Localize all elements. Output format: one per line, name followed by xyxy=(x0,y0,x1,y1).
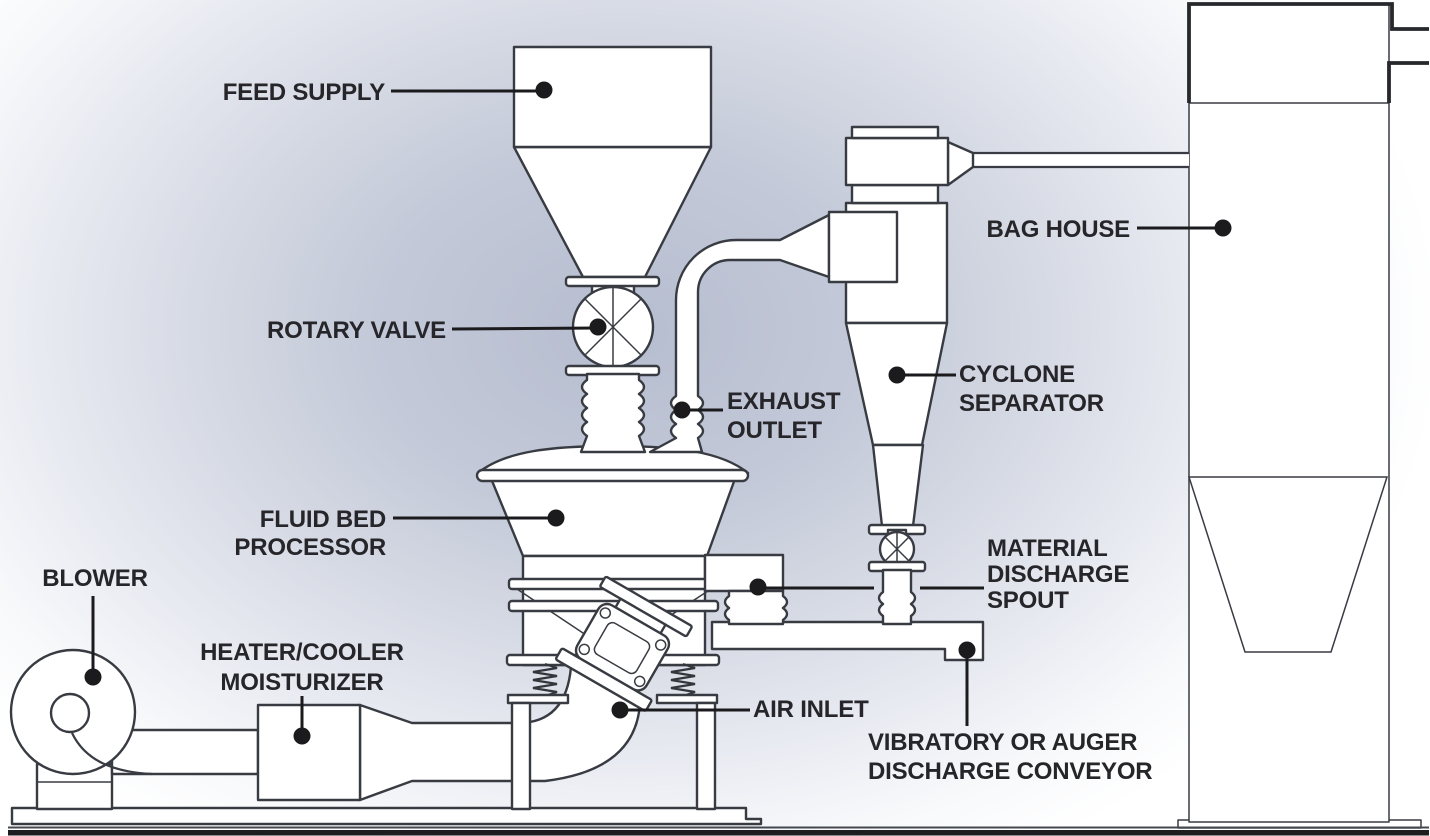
rotary-valve-top xyxy=(564,275,661,377)
dot-fluid-bed xyxy=(547,509,565,527)
cyclone-inlet-box xyxy=(827,210,899,284)
base-and-ground xyxy=(8,806,1429,836)
bag-house-body xyxy=(1188,3,1390,823)
heater-cooler-box xyxy=(256,703,362,802)
cyclone-neck xyxy=(850,183,940,205)
dot-cyclone xyxy=(888,366,906,384)
label-bag-house: BAG HOUSE xyxy=(986,216,1130,243)
feed-supply-hopper xyxy=(512,45,713,279)
material-discharge-spout xyxy=(703,553,789,626)
duct-fill xyxy=(973,152,1189,168)
cyclone-discharge-valve xyxy=(867,523,927,626)
cyclone-to-baghouse-duct xyxy=(973,151,1189,169)
cyclone-separator xyxy=(827,125,975,528)
dot-heater-cooler xyxy=(293,727,311,745)
processor-body xyxy=(488,474,738,558)
cyclone-lower-funnel xyxy=(871,443,925,528)
motor-bolt-1 xyxy=(599,607,612,619)
cyclone-outlet-taper xyxy=(946,140,975,187)
bag-house-top-outline xyxy=(1187,2,1429,103)
bag-house-outlet-step xyxy=(1387,61,1429,103)
blower xyxy=(9,648,260,811)
dot-rotary-valve xyxy=(589,318,607,336)
blower-pedestal xyxy=(35,762,114,811)
processor-rim-flange xyxy=(475,468,750,483)
annotations xyxy=(84,81,1232,745)
dot-air-inlet xyxy=(611,701,629,719)
dot-exhaust-outlet xyxy=(673,401,691,419)
conveyor-trough xyxy=(710,620,985,662)
dot-blower xyxy=(84,668,102,686)
bag-house xyxy=(1187,2,1429,823)
cyclone-valve-spokes xyxy=(884,532,910,566)
cyclone-top-cap xyxy=(850,125,940,140)
label-cyclone-separator: CYCLONE SEPARATOR xyxy=(959,361,1104,417)
label-feed-supply: FEED SUPPLY xyxy=(222,79,385,106)
label-material-discharge-spout: MATERIAL DISCHARGE SPOUT xyxy=(987,535,1130,614)
processor-discharge-bellows xyxy=(723,589,789,626)
label-exhaust-outlet: EXHAUST OUTLET xyxy=(727,388,841,444)
equipment-base-plate xyxy=(10,806,763,826)
support-pad-right xyxy=(655,693,719,705)
label-blower: BLOWER xyxy=(42,565,148,592)
motor-mount-plate-bottom xyxy=(554,647,653,712)
label-air-inlet: AIR INLET xyxy=(753,696,869,723)
spring-right xyxy=(670,662,696,698)
dot-material-spout xyxy=(749,578,767,596)
motor-bolt-3 xyxy=(578,643,591,656)
valve-flange-upper xyxy=(564,275,661,288)
motor-bolt-4 xyxy=(633,675,646,688)
blower-outlet-duct xyxy=(110,728,260,776)
processor-discharge-box xyxy=(703,553,785,593)
support-leg-right xyxy=(695,701,717,811)
dot-feed-supply xyxy=(535,81,553,99)
spring-left xyxy=(532,662,558,698)
rotary-valve-spokes xyxy=(584,287,642,367)
feed-bellows-neck xyxy=(579,372,647,454)
cyclone-cone xyxy=(844,321,949,447)
support-pad-left xyxy=(506,693,570,705)
dot-bag-house xyxy=(1214,219,1232,237)
cyclone-spout-bellows xyxy=(877,568,917,626)
label-heater-cooler: HEATER/COOLER MOISTURIZER xyxy=(200,639,404,696)
feed-hopper-funnel xyxy=(512,145,713,279)
label-fluid-bed-processor: FLUID BED PROCESSOR xyxy=(234,506,386,561)
motor-bolt-2 xyxy=(654,639,667,651)
cyclone-outlet-box xyxy=(844,136,950,187)
vibratory-motor xyxy=(554,575,693,712)
discharge-conveyor xyxy=(710,620,985,662)
leader-rotary-valve xyxy=(451,326,599,331)
air-inlet-duct xyxy=(256,665,642,802)
dot-vibratory-conveyor xyxy=(958,641,976,659)
blower-inlet-eye xyxy=(49,692,91,734)
motor-body-inner xyxy=(593,621,651,675)
label-rotary-valve: ROTARY VALVE xyxy=(267,317,446,344)
support-leg-left xyxy=(510,701,532,811)
bag-house-internal-hopper xyxy=(1187,476,1389,653)
label-vibratory-conveyor: VIBRATORY OR AUGER DISCHARGE CONVEYOR xyxy=(868,729,1153,785)
blower-scroll-curve xyxy=(71,732,153,776)
exhaust-duct xyxy=(648,213,831,454)
